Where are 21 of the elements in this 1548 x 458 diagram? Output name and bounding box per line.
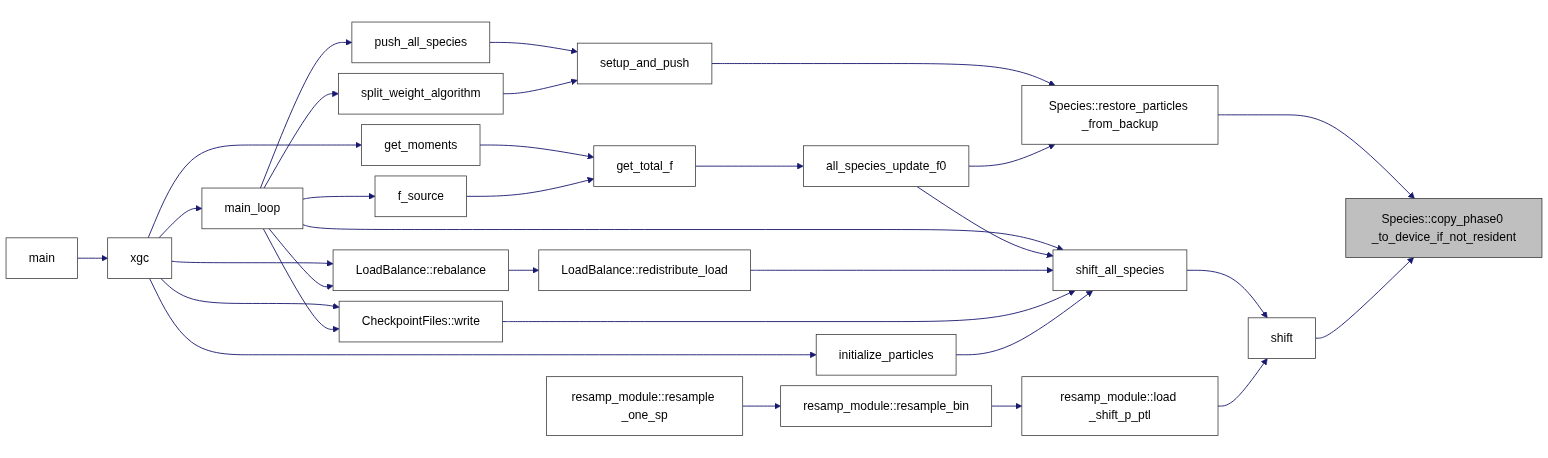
- node-box: LoadBalance::rebalance: [332, 249, 509, 292]
- node-box: shift: [1247, 317, 1316, 360]
- node-box: CheckpointFiles::write: [338, 301, 503, 343]
- node-box: Species::copy_phase0 _to_device_if_not_resident: [1345, 198, 1543, 259]
- node-box: resamp_module::load _shift_p_ptl: [1021, 376, 1219, 437]
- node-box: initialize_particles: [815, 334, 957, 376]
- node-box: get_total_f: [593, 145, 696, 188]
- node-box: split_weight_algorithm: [338, 73, 504, 115]
- node-box: all_species_update_f0: [803, 145, 970, 188]
- node-box: get_moments: [361, 124, 481, 166]
- node-box: main_loop: [201, 187, 304, 230]
- node-box: shift_all_species: [1052, 249, 1188, 292]
- node-box: setup_and_push: [576, 43, 713, 85]
- node-box: Species::restore_particles _from_backup: [1021, 85, 1219, 145]
- node-box: f_source: [374, 175, 467, 218]
- node-box: LoadBalance::redistribute_load: [538, 249, 751, 292]
- node-box: push_all_species: [351, 21, 491, 64]
- node-box: resamp_module::resample_bin: [780, 385, 993, 428]
- node-box: main: [5, 237, 78, 280]
- node-box: resamp_module::resample _one_sp: [546, 376, 744, 437]
- node-box: xgc: [107, 237, 173, 280]
